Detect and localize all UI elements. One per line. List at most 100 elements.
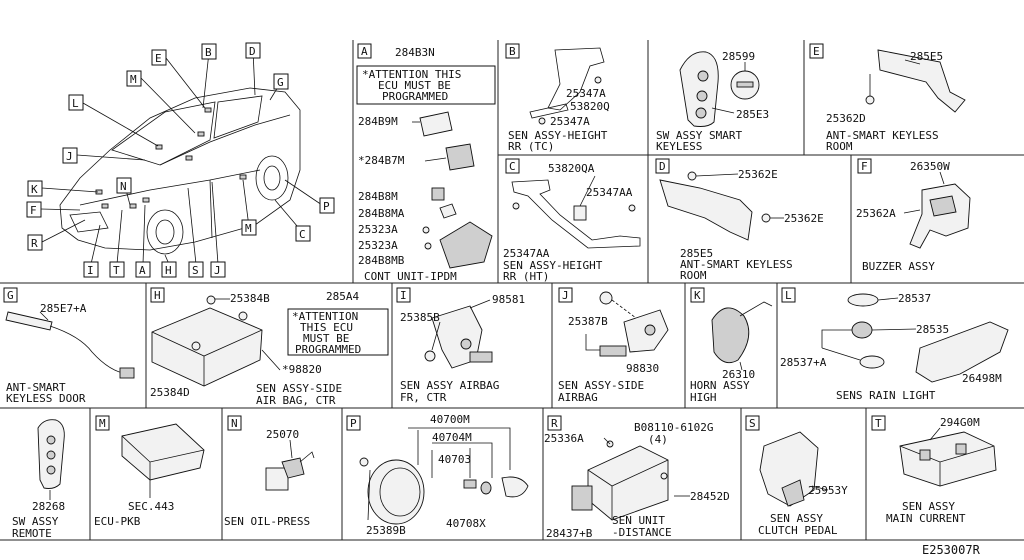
part-28452d: 28452D: [690, 490, 730, 503]
caption-j-1: SEN ASSY-SIDE: [558, 379, 644, 392]
panel-a-letter: A: [361, 45, 368, 58]
caption-b-1: SEN ASSY-HEIGHT: [508, 129, 608, 142]
panel-a: A 284B3N *ATTENTION THIS ECU MUST BE PRO…: [356, 43, 496, 283]
panel-m: M SEC.443 ECU-PKB: [94, 415, 205, 528]
callout-m: M: [130, 73, 137, 86]
caption-h-2: AIR BAG, CTR: [256, 394, 336, 407]
panel-p: P 40700M 40704M 40703 25389B 40708X: [346, 413, 529, 537]
caption-sen-oil-press: SEN OIL-PRESS: [224, 515, 310, 528]
panel-r: R 25336A B08110-6102G (4) 28452D 28437+B…: [544, 415, 730, 540]
part-40700m: 40700M: [430, 413, 470, 426]
callout-e: E: [155, 52, 162, 65]
caption-sw-smart-2: KEYLESS: [656, 140, 702, 153]
part-98581: 98581: [492, 293, 525, 306]
part-285e5-d: 285E5: [680, 247, 713, 260]
caption-remote-1: SW ASSY: [12, 515, 59, 528]
part-98820: *98820: [282, 363, 322, 376]
panel-s-letter: S: [749, 417, 756, 430]
panel-d-letter: D: [659, 160, 666, 173]
caption-h-1: SEN ASSY-SIDE: [256, 382, 342, 395]
part-285a4: 285A4: [326, 290, 359, 303]
attention-h-2: THIS ECU: [300, 321, 353, 334]
panel-d: D 25362E 25362E 285E5 ANT-SMART KEYLESS …: [655, 158, 824, 282]
part-25347aa-2: 25347AA: [503, 247, 550, 260]
part-28599: 28599: [722, 50, 755, 63]
part-25953y: 25953Y: [808, 484, 848, 497]
part-285e7a: 285E7+A: [40, 302, 87, 315]
panel-g-letter: G: [7, 289, 14, 302]
part-25362a: 25362A: [856, 207, 896, 220]
callout-i: I: [87, 264, 94, 277]
caption-r-1: SEN UNIT: [612, 514, 665, 527]
part-25384d: 25384D: [150, 386, 190, 399]
caption-t-2: MAIN CURRENT: [886, 512, 966, 525]
panel-grid: [0, 40, 1024, 541]
panel-t: T 294G0M SEN ASSY MAIN CURRENT: [871, 415, 997, 525]
callout-d: D: [249, 45, 256, 58]
part-285e3: 285E3: [736, 108, 769, 121]
caption-sw-smart-1: SW ASSY SMART: [656, 129, 742, 142]
attention-line-2: ECU MUST BE: [378, 79, 451, 92]
part-284b9m: 284B9M: [358, 115, 398, 128]
callout-c: C: [299, 228, 306, 241]
callout-h: H: [165, 264, 172, 277]
part-53820qa: 53820QA: [548, 162, 595, 175]
panel-s: S 25953Y SEN ASSY CLUTCH PEDAL: [745, 415, 848, 537]
panel-m-letter: M: [99, 417, 106, 430]
caption-c-2: RR (HT): [503, 270, 549, 283]
part-qty-4: (4): [648, 433, 668, 446]
callout-t: T: [113, 264, 120, 277]
callout-n: N: [120, 180, 127, 193]
panel-l: L 28537 28535 28537+A 26498M SENS RAIN L…: [780, 287, 1009, 402]
caption-g-2: KEYLESS DOOR: [6, 392, 86, 405]
part-25347a-1: 25347A: [566, 87, 606, 100]
caption-r-2: -DISTANCE: [612, 526, 672, 539]
caption-k-1: HORN ASSY: [690, 379, 750, 392]
part-08110-6102g: B08110-6102G: [634, 421, 713, 434]
panel-l-letter: L: [785, 289, 792, 302]
panel-n: N 25070 SEN OIL-PRESS: [224, 415, 315, 528]
panel-g: G 285E7+A ANT-SMART KEYLESS DOOR: [3, 287, 135, 405]
callout-j: J: [66, 150, 73, 163]
caption-s-2: CLUTCH PEDAL: [758, 524, 838, 537]
part-25387b: 25387B: [568, 315, 608, 328]
part-40704m: 40704M: [432, 431, 472, 444]
panel-b-letter: B: [509, 45, 516, 58]
caption-i-2: FR, CTR: [400, 391, 447, 404]
caption-t-1: SEN ASSY: [902, 500, 955, 513]
part-285e5-e: 285E5: [910, 50, 943, 63]
part-25362e-1: 25362E: [738, 168, 778, 181]
part-284b3n: 284B3N: [395, 46, 435, 59]
attention-line-1: *ATTENTION THIS: [362, 68, 461, 81]
panel-smart-key: 28599 285E3 SW ASSY SMART KEYLESS: [656, 50, 769, 153]
callout-j2: J: [214, 264, 221, 277]
panel-r-letter: R: [551, 417, 558, 430]
attention-h-3: MUST BE: [303, 332, 349, 345]
panel-e-letter: E: [813, 45, 820, 58]
part-28537a: 28537+A: [780, 356, 827, 369]
caption-d-1: ANT-SMART KEYLESS: [680, 258, 793, 271]
part-25389b: 25389B: [366, 524, 406, 537]
callout-b: B: [205, 46, 212, 59]
panel-k-letter: K: [694, 289, 701, 302]
caption-ecu-pkb: ECU-PKB: [94, 515, 141, 528]
part-sec443: SEC.443: [128, 500, 174, 513]
panel-c-letter: C: [509, 160, 516, 173]
panel-c: C 53820QA 25347AA 25347AA SEN ASSY-HEIGH…: [503, 158, 641, 283]
panel-i-letter: I: [400, 289, 407, 302]
callout-f: F: [30, 204, 37, 217]
part-25323a-1: 25323A: [358, 223, 398, 236]
panel-h-letter: H: [154, 289, 161, 302]
callout-r: R: [31, 237, 38, 250]
caption-b-2: RR (TC): [508, 140, 554, 153]
part-25070: 25070: [266, 428, 299, 441]
panel-j-letter: J: [562, 289, 569, 302]
attention-line-3: PROGRAMMED: [382, 90, 448, 103]
diagram-id: E253007R: [922, 543, 981, 557]
callout-m2: M: [245, 222, 252, 235]
panel-f: F 26350W 25362A BUZZER ASSY: [856, 158, 971, 273]
caption-g-1: ANT-SMART: [6, 381, 66, 394]
caption-e-2: ROOM: [826, 140, 853, 153]
caption-i-1: SEN ASSY AIRBAG: [400, 379, 499, 392]
part-284b7m: *284B7M: [358, 154, 405, 167]
